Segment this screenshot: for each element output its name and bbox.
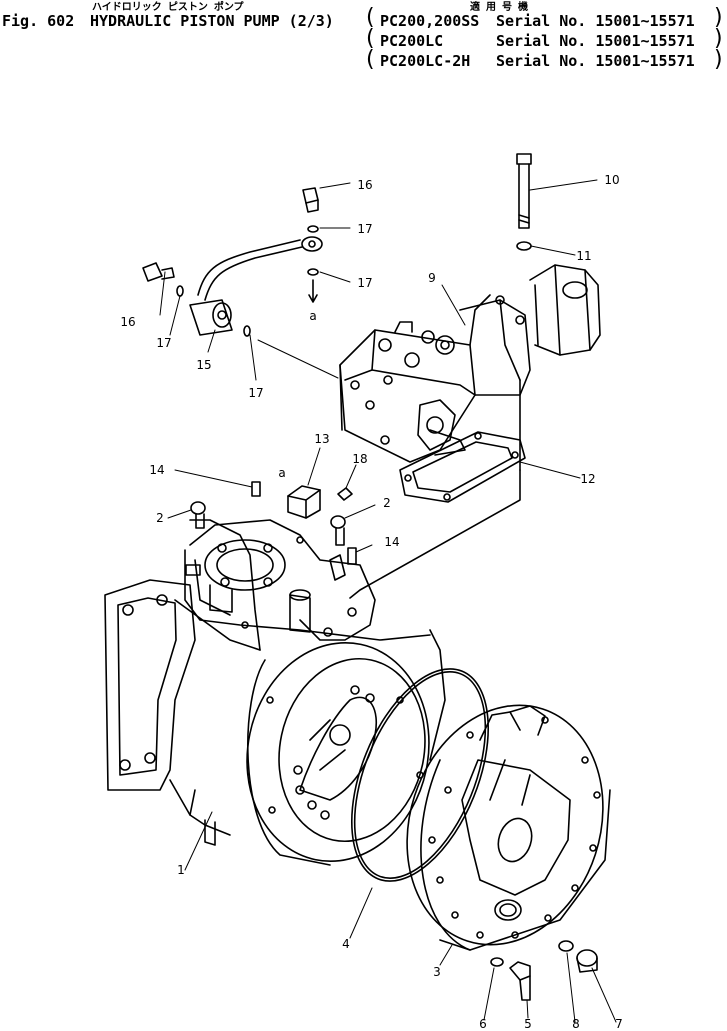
callout-2-right: 2 <box>383 496 391 510</box>
model-3: PC200LC-2H <box>380 52 471 70</box>
casing-top-block <box>185 519 376 641</box>
callout-1: 1 <box>177 863 185 877</box>
o-ring-17d <box>243 325 251 337</box>
open-paren-3: ( <box>366 47 375 72</box>
callout-9: 9 <box>428 271 436 285</box>
callout-17-mid: 17 <box>357 276 373 290</box>
o-ring-4-inner <box>353 671 487 879</box>
close-paren-3: ) <box>714 47 723 72</box>
callout-14-right: 14 <box>384 535 400 549</box>
callout-13: 13 <box>314 432 330 446</box>
serial-3: Serial No. 15001~15571 <box>496 52 695 70</box>
serial-1: Serial No. 15001~15571 <box>496 12 695 30</box>
open-paren-2: ( <box>366 26 375 51</box>
callout-a-mid: a <box>278 466 286 480</box>
o-ring-4 <box>350 668 490 882</box>
bolt-16-left <box>142 262 175 282</box>
callout-11: 11 <box>576 249 592 263</box>
plug-7 <box>576 949 598 973</box>
bolt-10 <box>516 153 532 229</box>
end-cover-3 <box>406 704 611 951</box>
pin-14-left <box>251 481 261 497</box>
pipe-15 <box>189 236 323 336</box>
plug-18 <box>337 487 353 501</box>
figure-title: HYDRAULIC PISTON PUMP (2/3) <box>90 12 334 30</box>
callout-a-top: a <box>309 309 317 323</box>
callout-16-upper: 16 <box>357 178 373 192</box>
callout-12: 12 <box>580 472 596 486</box>
callout-16-left: 16 <box>120 315 136 329</box>
gasket-12 <box>349 431 526 599</box>
figure-number: Fig. 602 <box>2 12 75 30</box>
open-paren-1: ( <box>366 5 375 30</box>
callout-2-left: 2 <box>156 511 164 525</box>
pin-14-right <box>347 547 357 565</box>
callout-8: 8 <box>572 1017 580 1031</box>
callout-5: 5 <box>524 1017 532 1031</box>
callout-17-top: 17 <box>357 222 373 236</box>
close-paren-2: ) <box>714 26 723 51</box>
eye-bolt-2-right <box>330 515 346 546</box>
callout-6: 6 <box>479 1017 487 1031</box>
callout-3: 3 <box>433 965 441 979</box>
pump-casing <box>104 519 446 866</box>
callout-18: 18 <box>352 452 368 466</box>
o-ring-17a <box>307 225 319 233</box>
callout-15: 15 <box>196 358 212 372</box>
regulator-valve <box>339 264 601 471</box>
o-ring-17b <box>307 268 319 276</box>
callout-17-bottom: 17 <box>248 386 264 400</box>
washer-11 <box>516 241 532 251</box>
serial-2: Serial No. 15001~15571 <box>496 32 695 50</box>
callout-4: 4 <box>342 937 350 951</box>
o-ring-8 <box>558 940 574 952</box>
arrow-a <box>308 279 318 303</box>
leader-lines <box>159 179 617 1023</box>
eye-bolt-2-left <box>190 501 206 529</box>
japanese-applicable-label: 適 用 号 機 <box>470 2 529 13</box>
model-2: PC200LC <box>380 32 444 50</box>
block-13 <box>287 485 321 519</box>
callout-7: 7 <box>615 1017 623 1031</box>
bolt-5 <box>509 961 531 1001</box>
japanese-title: ハイドロリック ピストン ポンプ <box>92 2 244 13</box>
washer-6 <box>490 957 504 967</box>
close-paren-1: ) <box>714 5 723 30</box>
o-ring-17c <box>176 285 184 297</box>
callout-17-left: 17 <box>156 336 172 350</box>
callout-14-left: 14 <box>149 463 165 477</box>
callout-10: 10 <box>604 173 620 187</box>
model-1: PC200,200SS <box>380 12 480 30</box>
bolt-16-upper <box>302 187 319 213</box>
